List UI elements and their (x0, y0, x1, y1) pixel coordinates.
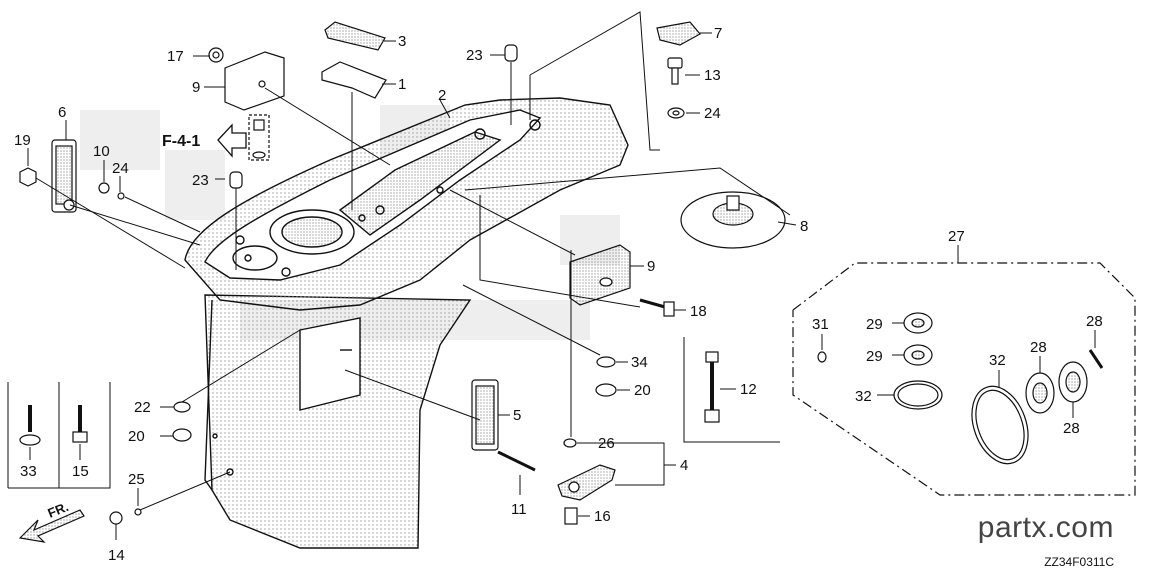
callout-6: 6 (58, 104, 66, 121)
callout-20: 20 (128, 428, 145, 445)
reference-label: F-4-1 (162, 133, 200, 150)
callout-23b: 23 (192, 172, 209, 189)
callout-16: 16 (594, 508, 611, 525)
callout-10: 10 (93, 143, 110, 160)
callout-33: 33 (20, 463, 37, 480)
callout-29: 29 (866, 316, 883, 333)
callout-25: 26 (598, 435, 615, 452)
callout-7: 5 (513, 407, 521, 424)
callout-24: 24 (112, 160, 129, 177)
callout-17: 17 (167, 48, 184, 65)
reference-arrow: F-4-1 (162, 123, 247, 158)
callout-13: 13 (704, 67, 721, 84)
callout-26: 27 (948, 228, 965, 245)
callout-8: 8 (800, 218, 808, 235)
callout-11: 11 (511, 501, 527, 518)
callout-28b: 28 (1063, 420, 1080, 437)
callout-4: 4 (680, 457, 688, 474)
callout-14: 14 (108, 547, 125, 564)
callout-1: 1 (398, 76, 406, 93)
callout-3: 3 (398, 33, 406, 50)
callout-22: 22 (134, 399, 151, 416)
direction-label: FR. (46, 499, 71, 521)
gear-case-housing (184, 97, 629, 549)
callout-9: 9 (192, 79, 200, 96)
leader-lines (7, 11, 1096, 540)
callout-12: 12 (740, 381, 757, 398)
bearing-kit (792, 262, 1136, 496)
callout-9b: 9 (647, 258, 655, 275)
callout-19: 19 (14, 132, 31, 149)
parts (19, 21, 786, 525)
callout-21: 24 (704, 105, 721, 122)
diagram-code: ZZ34F0311C (1044, 555, 1114, 569)
callout-15: 15 (72, 463, 89, 480)
callout-labels: 3 1 2 17 9 23 7 13 24 8 9 18 6 19 10 24 … (14, 25, 1103, 564)
callout-28: 28 (1030, 339, 1047, 356)
callout-29b: 29 (866, 348, 883, 365)
callout-23: 23 (466, 47, 483, 64)
callout-20b: 20 (634, 382, 651, 399)
front-direction-arrow: FR. (18, 499, 85, 543)
callout-2: 2 (438, 87, 446, 104)
callout-27: 28 (1086, 313, 1103, 330)
callout-31: 32 (855, 388, 872, 405)
callout-30: 31 (812, 316, 829, 333)
callout-18: 18 (690, 303, 707, 320)
callout-24b: 25 (128, 471, 145, 488)
callout-34: 34 (631, 354, 648, 371)
callout-5: 7 (714, 25, 722, 42)
brand-watermark: partx.com (977, 511, 1114, 544)
callout-32: 32 (989, 352, 1006, 369)
